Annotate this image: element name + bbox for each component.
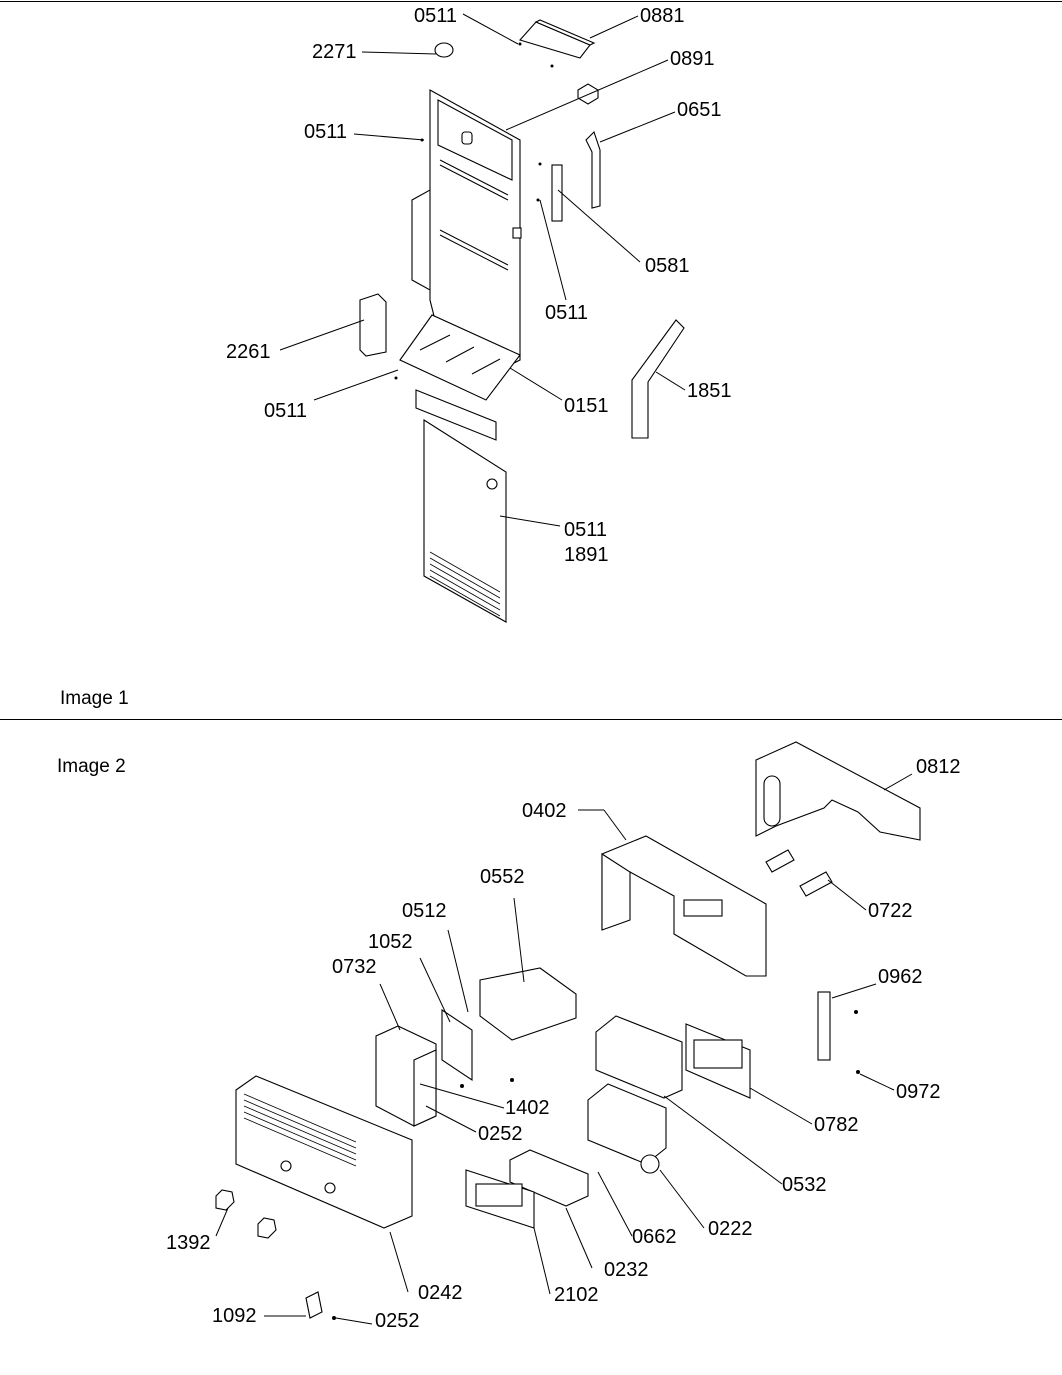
label-0651: 0651 bbox=[677, 99, 722, 121]
label-0511-a: 0511 bbox=[414, 5, 457, 27]
part-2261-bracket bbox=[359, 293, 387, 357]
figure-1-caption: Image 1 bbox=[60, 688, 129, 709]
image-2-leader-lines bbox=[215, 773, 913, 1325]
part-2271-button bbox=[434, 42, 454, 58]
part-0222-assembly bbox=[587, 1083, 667, 1165]
part-1851-strip bbox=[631, 319, 685, 439]
label-0581: 0581 bbox=[645, 255, 690, 277]
image-2-exploded-view: 0812 0402 0552 0722 0512 1052 0732 0962 … bbox=[166, 741, 961, 1332]
label-0232: 0232 bbox=[604, 1259, 649, 1281]
part-0722-spacer-b bbox=[799, 871, 833, 897]
label-1402: 1402 bbox=[505, 1097, 550, 1119]
part-1891-cover-vents bbox=[429, 551, 501, 617]
part-0732-box-side bbox=[413, 1049, 437, 1127]
label-0222: 0222 bbox=[708, 1218, 753, 1240]
label-1891: 1891 bbox=[564, 544, 609, 566]
label-0511-e: 0511 bbox=[564, 519, 607, 541]
label-0662: 0662 bbox=[632, 1226, 677, 1248]
figure-2-caption: Image 2 bbox=[57, 756, 126, 777]
image-1-exploded-view: 0511 0881 2271 0891 0511 0651 0581 0511 … bbox=[226, 5, 732, 623]
part-0722-spacer-a bbox=[765, 849, 795, 873]
label-0511-c: 0511 bbox=[545, 302, 588, 324]
label-0722: 0722 bbox=[868, 900, 913, 922]
part-main-panel-slot bbox=[461, 131, 473, 145]
part-1891-cover bbox=[423, 418, 507, 623]
label-0812: 0812 bbox=[916, 756, 961, 778]
label-1392: 1392 bbox=[166, 1232, 211, 1254]
part-0242-grille bbox=[243, 1093, 357, 1167]
part-0242-knob-hole-b bbox=[324, 1182, 336, 1194]
label-0881: 0881 bbox=[640, 5, 685, 27]
label-0552: 0552 bbox=[480, 866, 525, 888]
part-1891-cover-top bbox=[415, 389, 497, 441]
part-0891-clip bbox=[577, 83, 599, 105]
part-1052-plate bbox=[441, 1008, 473, 1082]
label-0511-b: 0511 bbox=[304, 121, 347, 143]
divider-rule bbox=[0, 719, 1062, 720]
image-1-leader-lines bbox=[279, 13, 686, 527]
label-0972: 0972 bbox=[896, 1081, 941, 1103]
top-rule bbox=[0, 1, 1062, 2]
label-0511-d: 0511 bbox=[264, 400, 307, 422]
part-0402-window bbox=[683, 899, 723, 917]
part-1392-knob-a bbox=[215, 1189, 235, 1211]
label-2261: 2261 bbox=[226, 341, 271, 363]
part-1392-knob-b bbox=[257, 1217, 277, 1239]
label-0962: 0962 bbox=[878, 966, 923, 988]
part-1092-clip bbox=[305, 1291, 323, 1319]
part-0962-plate bbox=[817, 991, 831, 1061]
part-0222-port bbox=[640, 1154, 660, 1174]
label-0252-a: 0252 bbox=[478, 1123, 523, 1145]
label-0512: 0512 bbox=[402, 900, 447, 922]
label-1092: 1092 bbox=[212, 1305, 257, 1327]
label-0151: 0151 bbox=[564, 395, 609, 417]
label-0532: 0532 bbox=[782, 1174, 827, 1196]
label-0782: 0782 bbox=[814, 1114, 859, 1136]
part-0581-bracket bbox=[551, 164, 563, 222]
part-1891-cover-hole bbox=[486, 478, 498, 490]
label-2102: 2102 bbox=[554, 1284, 599, 1306]
label-0402: 0402 bbox=[522, 800, 567, 822]
part-0782-opening bbox=[693, 1039, 743, 1069]
part-0651-bar bbox=[585, 130, 601, 209]
label-2271: 2271 bbox=[312, 41, 357, 63]
label-1052: 1052 bbox=[368, 931, 413, 953]
label-0252-b: 0252 bbox=[375, 1310, 420, 1332]
part-0402-housing-front bbox=[601, 852, 631, 931]
part-0242-knob-hole-a bbox=[280, 1160, 292, 1172]
part-0232-chute bbox=[509, 1149, 589, 1207]
part-0812-slot bbox=[763, 775, 781, 827]
part-0552-bracket bbox=[479, 967, 577, 1041]
part-0532-frame bbox=[595, 1015, 683, 1099]
part-main-panel-inner bbox=[437, 99, 513, 181]
label-0891: 0891 bbox=[670, 48, 715, 70]
part-2102-opening bbox=[475, 1183, 523, 1207]
label-0242: 0242 bbox=[418, 1282, 463, 1304]
part-0812-bracket bbox=[755, 741, 921, 841]
part-0151-plate bbox=[399, 314, 521, 401]
label-1851: 1851 bbox=[687, 380, 732, 402]
part-0881-bracket-lip bbox=[534, 19, 596, 46]
part-main-panel-tab bbox=[512, 227, 522, 239]
label-0732: 0732 bbox=[332, 956, 377, 978]
